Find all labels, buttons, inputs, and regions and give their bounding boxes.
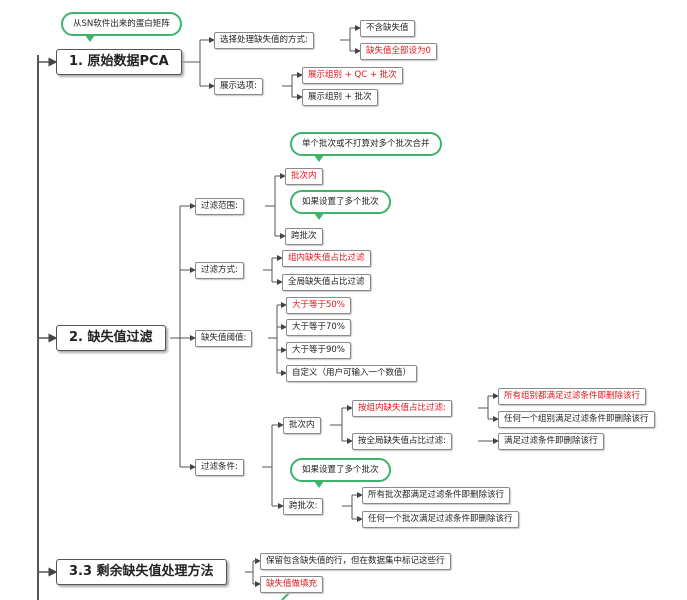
mode-node[interactable]: 过滤方式: [195,262,244,279]
rest-node[interactable]: 3.3 剩余缺失值处理方法 [56,559,227,585]
condition-node[interactable]: 过滤条件: [195,459,244,476]
condition-in-batch[interactable]: 批次内 [283,417,321,434]
condition-cross-all[interactable]: 所有批次都满足过滤条件即删除该行 [362,487,511,504]
rest-option-fill[interactable]: 缺失值做填充 [260,576,324,593]
threshold-custom[interactable]: 自定义（用户可输入一个数值） [286,365,418,382]
pca-node[interactable]: 1. 原始数据PCA [56,49,182,75]
pca-display-option-2[interactable]: 展示组别 + 批次 [302,89,378,106]
condition-note-bubble: 如果设置了多个批次 [290,458,391,488]
condition-global-delete[interactable]: 满足过滤条件即删除该行 [498,433,604,450]
threshold-node[interactable]: 缺失值阈值: [195,330,253,347]
range-node[interactable]: 过滤范围: [195,198,244,215]
threshold-50[interactable]: 大于等于50% [286,297,351,314]
range-cross-batch[interactable]: 跨批次 [285,228,323,245]
condition-cross-any[interactable]: 任何一个批次满足过滤条件即删除该行 [362,511,519,528]
pca-display-node[interactable]: 展示选项: [214,78,263,95]
threshold-70[interactable]: 大于等于70% [286,319,351,336]
condition-group-any[interactable]: 任何一个组别满足过滤条件即删除该行 [498,411,655,428]
pca-method-option-2[interactable]: 缺失值全部设为0 [360,43,437,60]
rest-option-mark[interactable]: 保留包含缺失值的行，但在数据集中标记这些行 [260,553,451,570]
pca-display-option-1[interactable]: 展示组别 + QC + 批次 [302,67,403,84]
condition-group-ratio[interactable]: 按组内缺失值占比过滤: [352,400,452,417]
range-note-bubble-2: 如果设置了多个批次 [290,190,391,220]
range-in-batch[interactable]: 批次内 [285,168,323,185]
mode-option-global[interactable]: 全局缺失值占比过滤 [282,274,371,291]
pca-note-bubble: 从SN软件出来的蛋白矩阵 [61,12,182,42]
condition-cross-batch[interactable]: 跨批次: [283,498,324,515]
range-note-bubble-1: 单个批次或不打算对多个批次合并 [290,132,442,162]
mode-option-group[interactable]: 组内缺失值占比过滤 [282,250,371,267]
pca-method-option-1[interactable]: 不含缺失值 [360,20,415,37]
filter-node[interactable]: 2. 缺失值过滤 [56,325,166,351]
threshold-90[interactable]: 大于等于90% [286,342,351,359]
condition-group-all[interactable]: 所有组别都满足过滤条件即删除该行 [498,388,647,405]
pca-method-node[interactable]: 选择处理缺失值的方式: [214,32,314,49]
condition-global-ratio[interactable]: 按全局缺失值占比过滤: [352,433,452,450]
